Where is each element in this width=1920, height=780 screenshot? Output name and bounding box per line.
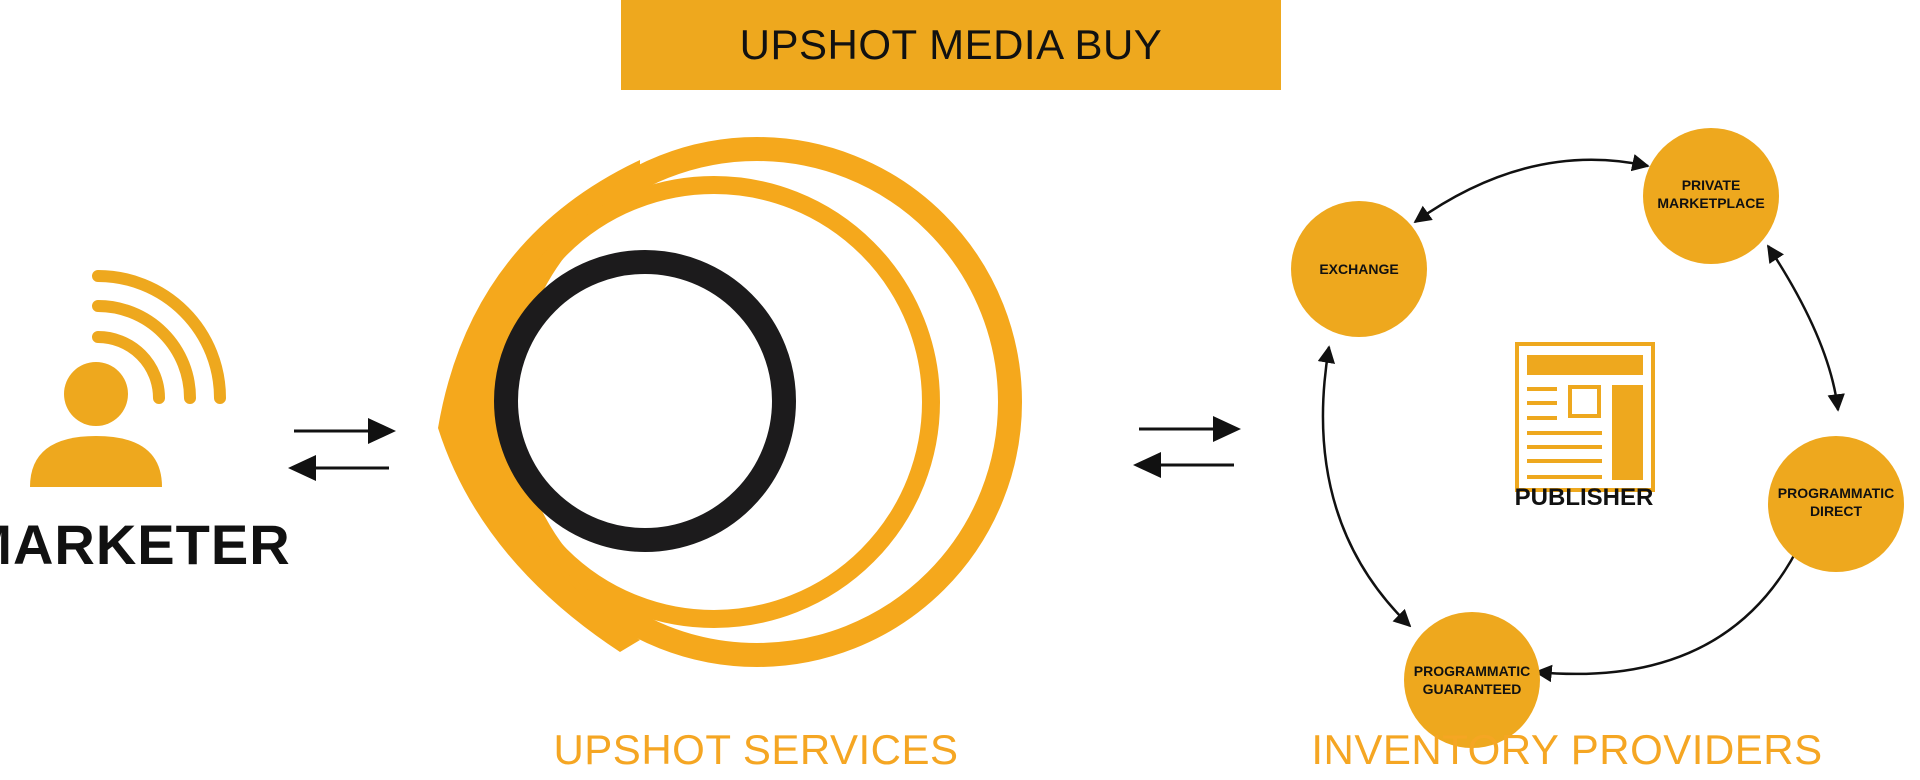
node-label-line: GUARANTEED [1422,681,1522,697]
signal-waves-icon [92,270,226,404]
upshot-services-label: UPSHOT SERVICES [553,726,959,773]
node-label-line: MARKETPLACE [1657,195,1765,211]
node-label-programmatic-guaranteed: PROGRAMMATIC GUARANTEED [1414,662,1530,698]
node-programmatic-guaranteed [1404,612,1540,748]
bidirectional-arrows-right [1133,416,1241,478]
cycle-arrows [1317,154,1845,683]
publisher-label: PUBLISHER [1514,484,1654,511]
node-private-marketplace [1643,128,1779,264]
page-title: UPSHOT MEDIA BUY [739,21,1163,68]
node-programmatic-direct [1768,436,1904,572]
node-label-line: PROGRAMMATIC [1413,663,1531,679]
node-label-programmatic-direct: PROGRAMMATIC DIRECT [1778,484,1894,520]
node-label-line: PROGRAMMATIC [1777,485,1895,501]
marketer-label: MARKETER [0,513,291,576]
upshot-services-logo [438,137,1022,667]
node-label-line: EXCHANGE [1319,261,1399,277]
node-label-line: PRIVATE [1681,177,1741,193]
node-exchange [1291,201,1427,337]
publisher-icon [1515,342,1655,492]
title-banner: UPSHOT MEDIA BUY [621,0,1281,90]
node-label-exchange: EXCHANGE [1319,260,1398,278]
inventory-providers-label: INVENTORY PROVIDERS [1311,726,1823,773]
node-label-private-marketplace: PRIVATE MARKETPLACE [1657,176,1764,212]
marketer-icon [30,270,226,487]
bidirectional-arrows-left [288,418,396,481]
node-label-line: DIRECT [1809,503,1863,519]
